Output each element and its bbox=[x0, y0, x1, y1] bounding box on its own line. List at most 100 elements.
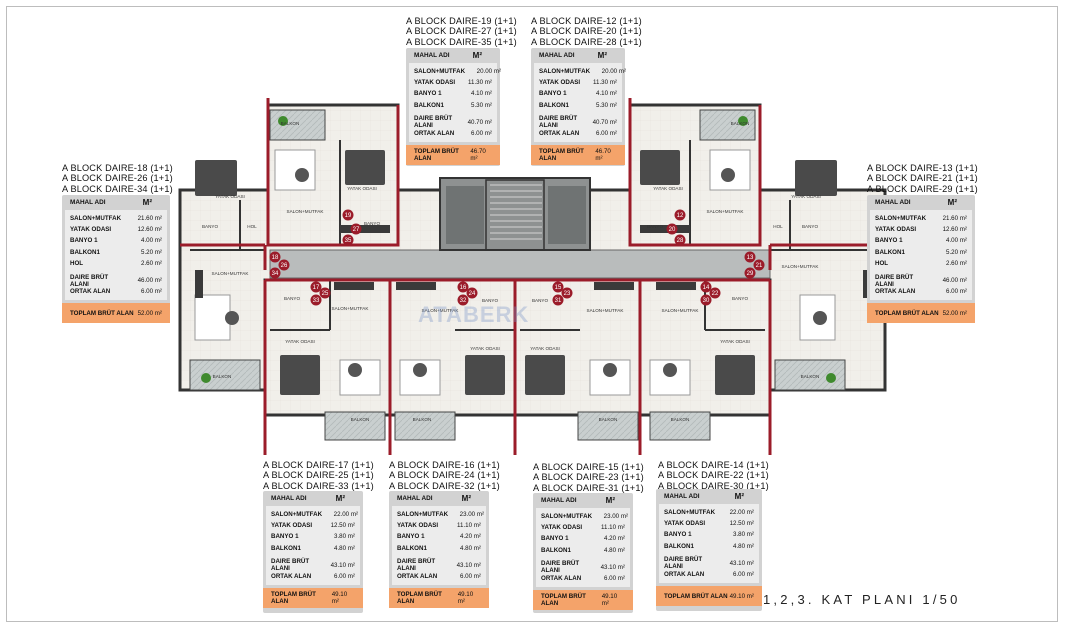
door-number: 16 bbox=[460, 285, 467, 291]
cell-value: 46.00 m² bbox=[942, 277, 967, 285]
cell-label: BALKON1 bbox=[664, 542, 694, 550]
col-mahal: MAHAL ADI bbox=[875, 199, 911, 206]
cell-label: YATAK ODASI bbox=[539, 79, 581, 87]
room-label-yatak: YATAK ODASI bbox=[653, 186, 683, 191]
cell-value: 11.10 m² bbox=[601, 524, 625, 532]
cell-value: 12.50 m² bbox=[330, 522, 355, 530]
door-number: 25 bbox=[322, 291, 329, 297]
door-number: 13 bbox=[747, 255, 754, 261]
cell-value: 12.60 m² bbox=[942, 226, 967, 234]
cell-value: 6.00 m² bbox=[596, 130, 617, 138]
cell-value: 4.80 m² bbox=[733, 542, 754, 550]
col-m2: M² bbox=[734, 492, 744, 501]
cell-label: YATAK ODASI bbox=[875, 226, 917, 234]
unit-title: A BLOCK DAIRE-18 (1+1) bbox=[62, 163, 173, 173]
col-mahal: MAHAL ADI bbox=[541, 497, 577, 504]
door-group-mid-right: 13 21 29 bbox=[744, 251, 765, 279]
door-number: 30 bbox=[703, 298, 710, 304]
cell-label: DAIRE BRÜT ALANI bbox=[664, 556, 703, 571]
unit-header-18: A BLOCK DAIRE-18 (1+1) A BLOCK DAIRE-26 … bbox=[62, 163, 173, 194]
room-label-salon: SALON+MUTFAK bbox=[422, 308, 460, 313]
cell-label: BALKON1 bbox=[541, 546, 571, 554]
unit-title: A BLOCK DAIRE-26 (1+1) bbox=[62, 173, 173, 184]
col-mahal: MAHAL ADI bbox=[70, 199, 106, 206]
room-label-yatak: YATAK ODASI bbox=[530, 346, 560, 351]
room-label-banyo: BANYO bbox=[202, 224, 219, 229]
cell-label: SALON+MUTFAK bbox=[875, 215, 927, 223]
cell-label: TOPLAM BRÜT ALAN bbox=[541, 593, 586, 608]
room-label-balkon: BALKON bbox=[801, 374, 820, 379]
cell-value: 52.00 m² bbox=[137, 309, 162, 317]
room-label-balkon: BALKON bbox=[731, 121, 750, 126]
unit-title: A BLOCK DAIRE-21 (1+1) bbox=[867, 173, 978, 184]
room-label-balkon: BALKON bbox=[351, 417, 370, 422]
room-label-yatak: YATAK ODASI bbox=[720, 339, 750, 344]
unit-title: A BLOCK DAIRE-24 (1+1) bbox=[389, 470, 500, 481]
room-label-salon: SALON+MUTFAK bbox=[782, 264, 820, 269]
cell-value: 46.70 m² bbox=[595, 148, 611, 163]
cell-label: BALKON1 bbox=[271, 544, 301, 552]
room-label-hol: HOL bbox=[773, 224, 783, 229]
cell-label: DAIRE BRÜT ALANI bbox=[70, 273, 109, 288]
cell-label: ORTAK ALAN bbox=[271, 573, 312, 581]
cell-value: 6.00 m² bbox=[460, 573, 481, 581]
cell-label: BANYO 1 bbox=[70, 237, 98, 245]
cell-label: HOL bbox=[875, 259, 889, 267]
col-m2: M² bbox=[605, 496, 615, 505]
cell-value: 23.00 m² bbox=[459, 511, 485, 519]
unit-title: A BLOCK DAIRE-22 (1+1) bbox=[658, 470, 769, 481]
cell-value: 49.10 m² bbox=[457, 591, 474, 606]
room-label-yatak: YATAK ODASI bbox=[347, 186, 377, 191]
room-label-banyo: BANYO bbox=[482, 298, 499, 303]
door-group-lower-right: 14 22 30 bbox=[700, 281, 721, 306]
cell-label: YATAK ODASI bbox=[397, 522, 439, 530]
door-number: 31 bbox=[555, 298, 562, 304]
cell-label: BALKON1 bbox=[875, 248, 905, 256]
cell-label: ORTAK ALAN bbox=[664, 571, 705, 579]
door-number: 32 bbox=[460, 298, 467, 304]
cell-label: SALON+MUTFAK bbox=[414, 68, 466, 76]
cell-value: 6.00 m² bbox=[141, 288, 162, 296]
unit-title: A BLOCK DAIRE-30 (1+1) bbox=[658, 480, 769, 491]
cell-label: SALON+MUTFAK bbox=[664, 509, 716, 517]
room-labels: BALKON BALKON YATAK ODASI YATAK ODASI SA… bbox=[202, 121, 821, 422]
plan-title: 1,2,3. KAT PLANI 1/50 bbox=[763, 592, 961, 607]
table-row: BALKON1 4.80 m² bbox=[664, 541, 754, 552]
cell-value: 49.10 m² bbox=[331, 591, 348, 606]
cell-label: YATAK ODASI bbox=[541, 524, 583, 532]
cell-label: YATAK ODASI bbox=[414, 79, 456, 87]
door-number: 22 bbox=[712, 291, 719, 297]
room-label-balkon: BALKON bbox=[671, 417, 690, 422]
room-label-banyo: BANYO bbox=[647, 224, 664, 229]
door-number: 34 bbox=[272, 271, 279, 277]
cell-value: 12.60 m² bbox=[137, 226, 162, 234]
